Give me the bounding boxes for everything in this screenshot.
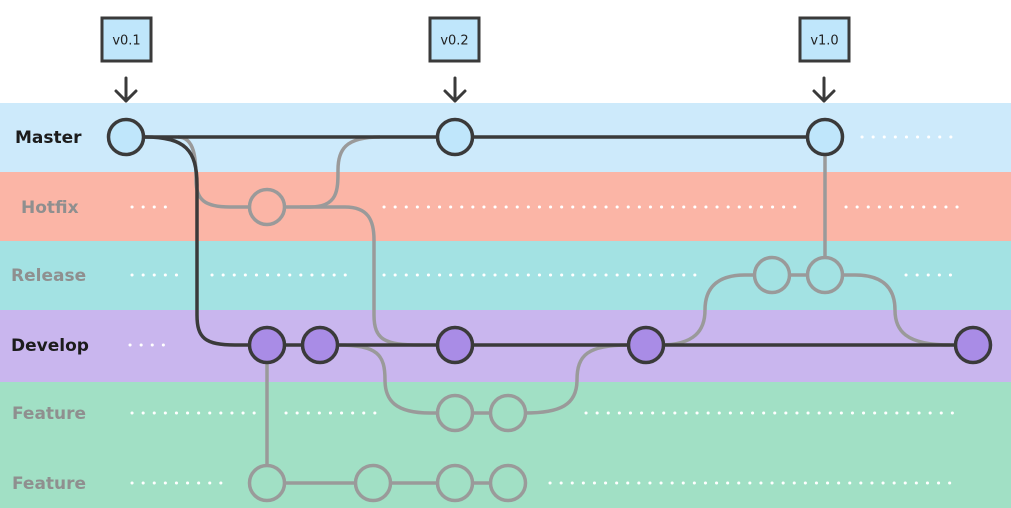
commit-master-3[interactable] xyxy=(805,117,845,157)
arrow-down-icon xyxy=(443,76,467,103)
dotted-guides xyxy=(128,135,962,485)
lane-label-feature-1: Feature xyxy=(12,404,86,424)
release-branch xyxy=(659,273,951,347)
commit-develop-2[interactable] xyxy=(300,325,340,365)
main-branches xyxy=(126,135,973,347)
tag-v0-2[interactable]: v0.2 xyxy=(428,16,481,63)
commit-master-2[interactable] xyxy=(435,117,475,157)
lane-label-release: Release xyxy=(11,266,86,286)
arrow-down-icon xyxy=(114,76,138,103)
tag-v0-1-box xyxy=(100,16,153,63)
commit-feature1-1[interactable] xyxy=(435,393,475,433)
tag-v0-1[interactable]: v0.1 xyxy=(100,16,153,63)
tag-v1-0-box xyxy=(798,16,851,63)
commit-release-2[interactable] xyxy=(805,255,845,295)
tag-arrows xyxy=(114,76,836,103)
tag-v0-2-label: v0.2 xyxy=(440,34,468,49)
commit-release-1[interactable] xyxy=(752,255,792,295)
hotfix-merge-master xyxy=(285,135,381,209)
tag-v1-0[interactable]: v1.0 xyxy=(798,16,851,63)
commits xyxy=(106,117,993,503)
lane-bands xyxy=(0,103,1011,508)
tag-v0-1-label: v0.1 xyxy=(112,34,140,49)
arrow-down-icon xyxy=(812,76,836,103)
commit-develop-1[interactable] xyxy=(247,325,287,365)
lane-label-hotfix: Hotfix xyxy=(21,198,79,218)
commit-develop-5[interactable] xyxy=(953,325,993,365)
commit-hotfix-1[interactable] xyxy=(247,187,287,227)
lane-labels: Master Hotfix Release Develop Feature Fe… xyxy=(11,128,89,494)
lane-label-feature-2: Feature xyxy=(12,474,86,494)
tag-v0-2-box xyxy=(428,16,481,63)
commit-feature2-2[interactable] xyxy=(353,463,393,503)
commit-develop-4[interactable] xyxy=(626,325,666,365)
commit-develop-3[interactable] xyxy=(435,325,475,365)
hotfix-merge-develop xyxy=(300,205,421,347)
version-tags: v0.1 v0.2 v1.0 xyxy=(100,16,851,63)
develop-branch-out xyxy=(144,135,236,347)
commit-feature2-1[interactable] xyxy=(247,463,287,503)
commit-feature1-2[interactable] xyxy=(488,393,528,433)
feature1-branch xyxy=(337,343,629,415)
commit-feature2-4[interactable] xyxy=(488,463,528,503)
tag-v1-0-label: v1.0 xyxy=(810,34,838,49)
commit-master-1[interactable] xyxy=(106,117,146,157)
lane-label-develop: Develop xyxy=(11,336,89,356)
lane-label-master: Master xyxy=(15,128,82,148)
commit-feature2-3[interactable] xyxy=(435,463,475,503)
